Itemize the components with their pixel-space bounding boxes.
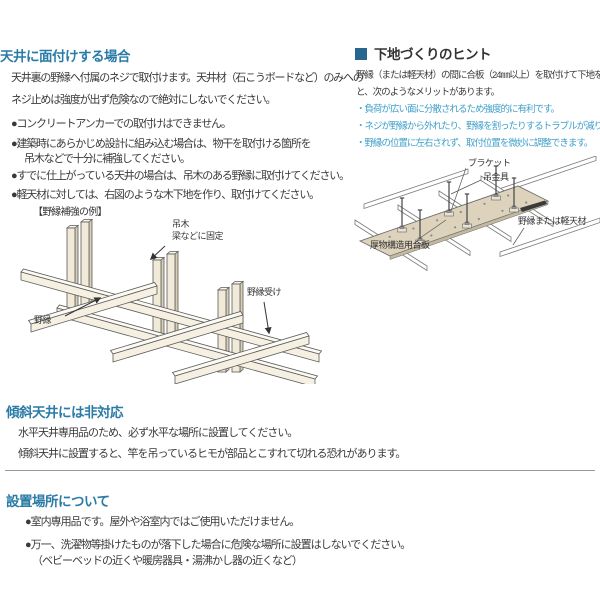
body-line: 野縁（または軽天材）の間に合板（24㎜以上）を取付けて下地を作る <box>356 70 600 81</box>
body-line: 水平天井専用品のため、必ず水平な場所に設置してください。 <box>18 427 298 439</box>
bullet-item: ●軽天材に対しては、右図のような木下地を作り、取付けてください。 <box>11 189 320 201</box>
merit-item: ・負荷が広い面に分散されるため強度的に有利です。 <box>356 104 560 115</box>
bullet-item: ●すでに仕上がっている天井の場合は、吊木のある野縁に取付けてください。 <box>11 170 350 182</box>
label-joist-or-steel: 野縁または軽天材 <box>518 216 587 226</box>
section-divider <box>5 470 595 471</box>
plywood-base-diagram: ブラケット 吊金具 野縁または軽天材 厚物構造用合板 <box>350 156 600 288</box>
bullet-item-continuation: （ベビーベッドの近くや暖房器具・湯沸かし器の近くなど） <box>32 555 303 567</box>
label-hanging-bolt: 吊金具 <box>483 172 509 182</box>
bullet-item: ●コンクリートアンカーでの取付けはできません。 <box>11 118 232 130</box>
plywood-panel <box>358 185 550 260</box>
joist-reinforcement-diagram: 吊木 梁などに固定 野縁受け 野縁 <box>15 214 325 384</box>
label-plywood: 厚物構造用合板 <box>370 240 430 250</box>
label-hanging-post: 吊木 <box>172 219 190 229</box>
body-line: ネジ止めは強度が出ず危険なので絶対にしないでください。 <box>11 94 276 106</box>
heading-install-location: 設置場所について <box>6 494 110 509</box>
hanging-bolts <box>397 165 519 245</box>
merit-item: ・野縁の位置に左右されず、取付位置を微妙に調整できます。 <box>356 138 593 149</box>
joist-reinforcement-drawing <box>20 218 323 384</box>
screw-dots <box>388 194 528 245</box>
figure-caption: 【野縁補強の例】 <box>33 207 107 218</box>
label-leaders <box>419 167 525 246</box>
label-joist-receiver: 野縁受け <box>247 287 282 297</box>
heading-base-hints: 下地づくりのヒント <box>374 47 492 62</box>
label-joist: 野縁 <box>34 315 52 325</box>
label-fixed-to-beam: 梁などに固定 <box>172 231 224 241</box>
label-bracket: ブラケット <box>468 158 511 168</box>
heading-base-hints-row: 下地づくりのヒント <box>355 43 492 64</box>
square-bullet-icon <box>355 48 367 60</box>
front-rail <box>499 217 600 258</box>
joist-receiver-beams <box>27 282 310 384</box>
label-arrows <box>64 245 272 335</box>
merit-item: ・ネジが野縁から外れたり、野縁を割ったりするトラブルが減ります。 <box>356 121 600 132</box>
bullet-item: ●万一、洗濯物等掛けたものが落下した場合に危険な場所に設置はしないでください。 <box>25 539 411 551</box>
body-line: と、次のようなメリットがあります。 <box>356 87 500 98</box>
plywood-base-drawing <box>354 156 600 272</box>
heading-sloped-ceiling: 傾斜天井には非対応 <box>6 405 124 420</box>
bullet-item: ●建築時にあらかじめ設計に組み込む場合は、物干を取付ける箇所を <box>11 138 312 150</box>
bullet-item-continuation: 吊木などで十分に補強してください。 <box>24 153 191 165</box>
bullet-item: ●室内専用品です。屋外や浴室内ではご使用いただけません。 <box>25 516 300 528</box>
heading-ceiling-mount: 天井に面付けする場合 <box>0 49 131 64</box>
body-line: 天井裏の野縁へ付属のネジで取付けます。天井材（石こうボードなど）のみへの <box>11 72 364 84</box>
body-line: 傾斜天井に設置すると、竿を吊っているヒモが部品とこすれて切れる恐れがあります。 <box>18 448 406 460</box>
